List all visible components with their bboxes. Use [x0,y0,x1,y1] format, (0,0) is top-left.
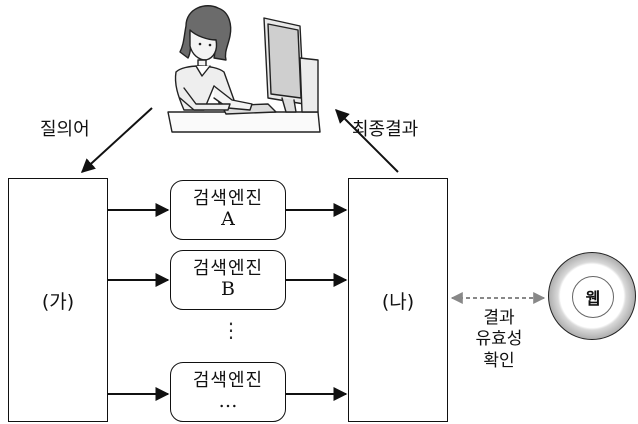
box-ga: (가) [8,178,108,422]
box-ga-label: (가) [41,290,75,313]
engine-id: … [218,390,238,413]
verify-line: 유효성 [475,329,523,350]
query-arrow [80,107,153,173]
final-result-arrow [335,109,399,173]
web-inner: 웹 [572,276,614,318]
box-na-label: (나) [381,290,415,313]
engine-name: 검색엔진 [192,257,264,279]
vertical-ellipsis: ⋮ [221,318,241,342]
engine-name: 검색엔진 [192,369,264,391]
web-label: 웹 [585,289,601,308]
search-engine-a: 검색엔진 A [170,180,286,240]
search-engine-n: 검색엔진 … [170,362,286,422]
box-na: (나) [348,178,448,422]
query-label: 질의어 [40,119,90,140]
final-result-label: 최종결과 [352,119,419,140]
verify-line: 확인 [483,350,515,371]
verify-label: 결과 유효성 확인 [462,308,536,372]
web-sphere: 웹 [548,252,636,340]
engine-id: B [221,278,235,301]
verify-line: 결과 [483,308,515,328]
engine-id: A [221,208,235,231]
search-engine-b: 검색엔진 B [170,250,286,310]
engine-name: 검색엔진 [192,187,264,209]
